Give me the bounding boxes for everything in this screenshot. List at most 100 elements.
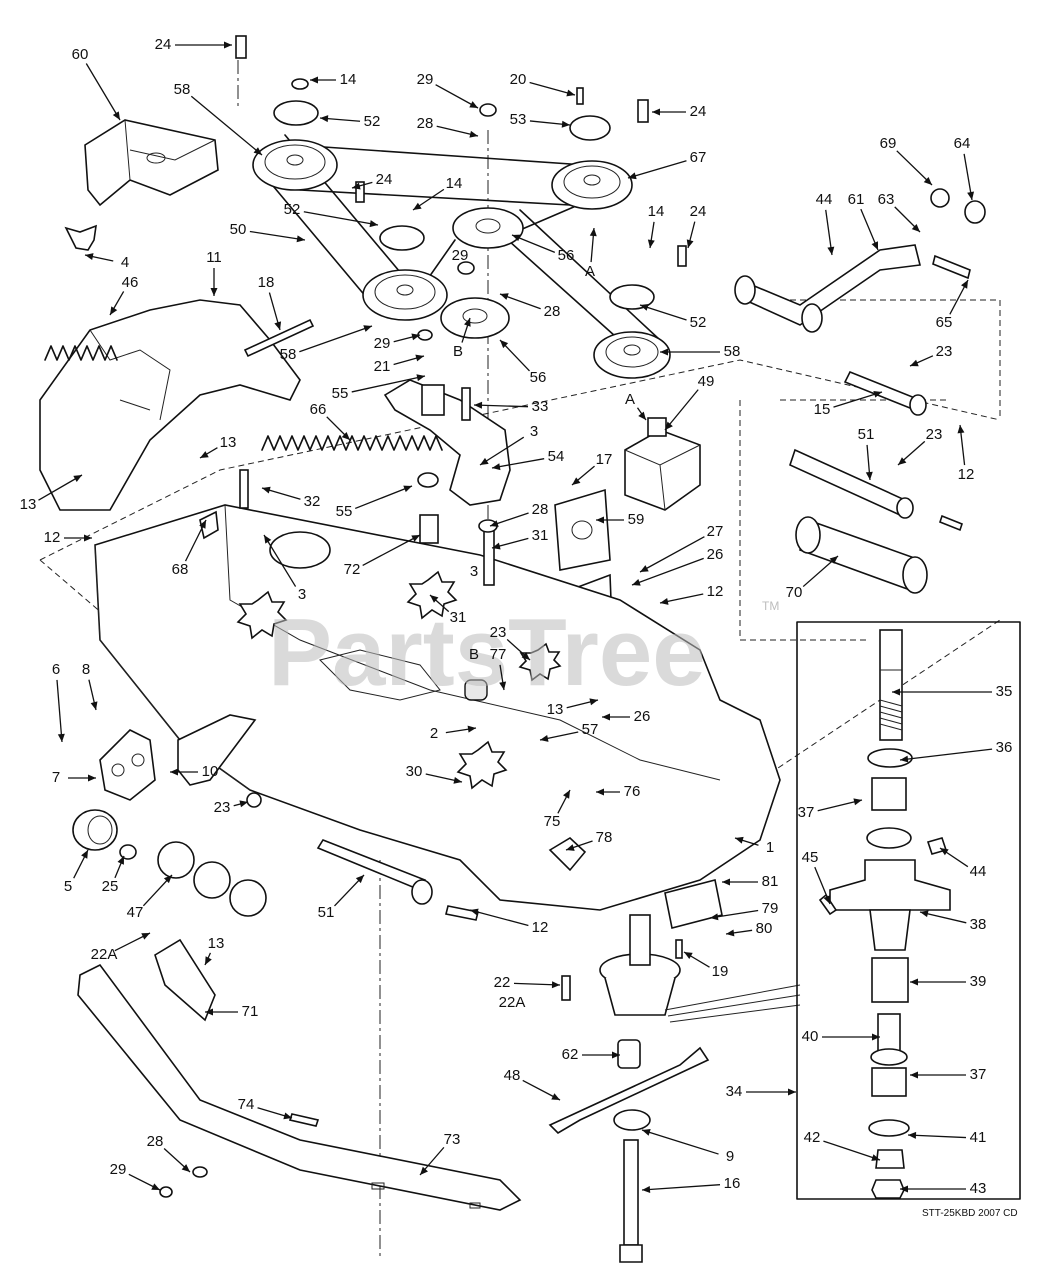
callout-44: 44 — [816, 191, 835, 256]
leader-line — [299, 325, 373, 353]
callout-number: 76 — [624, 783, 641, 800]
callout-number: 49 — [698, 373, 715, 390]
callout-10: 10 — [170, 763, 218, 780]
spacer-72 — [419, 514, 439, 544]
callout-number: 28 — [532, 501, 549, 518]
bracket-59 — [554, 488, 611, 571]
callout-52: 52 — [639, 304, 706, 331]
callout-number: 54 — [548, 448, 565, 465]
leader-arrowhead — [647, 239, 655, 248]
callout-45: 45 — [802, 849, 831, 905]
callout-56: 56 — [511, 234, 574, 264]
callout-63: 63 — [878, 191, 921, 233]
callout-number: 28 — [147, 1133, 164, 1150]
leader-arrowhead — [57, 733, 65, 742]
bolt-45 — [818, 893, 838, 916]
leader-line — [627, 160, 687, 179]
bolt-16 — [619, 1139, 643, 1263]
callout-61: 61 — [848, 191, 879, 251]
callout-number: 2 — [430, 725, 438, 742]
callout-24: 24 — [652, 103, 706, 120]
spindle-star-31 — [406, 570, 458, 620]
leader-arrowhead — [923, 176, 932, 185]
callout-number: B — [453, 343, 463, 360]
callout-number: 22A — [499, 994, 526, 1011]
leader-arrowhead — [632, 578, 641, 586]
bolt-31 — [483, 529, 495, 586]
leader-arrowhead — [920, 910, 929, 918]
leader-arrowhead — [413, 202, 422, 210]
leader-arrowhead — [411, 535, 420, 542]
grass-cut-hatch — [664, 984, 801, 1023]
callout-36: 36 — [899, 739, 1012, 763]
washer-25 — [119, 844, 137, 860]
callout-23: 23 — [909, 343, 952, 367]
leader-line — [899, 748, 993, 761]
leader-arrowhead — [640, 565, 649, 572]
leader-line — [907, 1134, 967, 1139]
leader-line — [896, 150, 933, 186]
callout-number: 40 — [802, 1028, 819, 1045]
callout-80: 80 — [725, 920, 772, 937]
leader-arrowhead — [961, 280, 968, 289]
callout-31: 31 — [491, 527, 548, 550]
callout-number: 66 — [310, 401, 327, 418]
callout-number: 24 — [690, 203, 707, 220]
leader-arrowhead — [430, 595, 439, 603]
callout-number: 13 — [220, 434, 237, 451]
roller-47-a — [157, 841, 195, 879]
callout-number: 22A — [91, 946, 118, 963]
leader-arrowhead — [561, 120, 570, 128]
callout-13: 13 — [547, 698, 599, 718]
callout-number: 77 — [490, 646, 507, 663]
trademark: TM — [762, 599, 779, 613]
leader-arrowhead — [341, 431, 350, 440]
bracket-81 — [664, 879, 723, 929]
callout-72: 72 — [344, 534, 421, 578]
leader-arrowhead — [871, 1154, 880, 1161]
callout-37: 37 — [798, 798, 863, 821]
leader-arrowhead — [940, 848, 949, 856]
nut-28-bottom — [192, 1166, 208, 1178]
callout-28: 28 — [147, 1133, 191, 1173]
callout-number: 29 — [452, 247, 469, 264]
leader-arrowhead — [492, 542, 501, 550]
leader-arrowhead — [274, 321, 282, 330]
callout-69: 69 — [880, 135, 933, 186]
bolt-12-right — [939, 514, 963, 532]
bolt-12-front — [445, 905, 479, 921]
leader-arrowhead — [684, 952, 693, 959]
leader-arrowhead — [403, 485, 412, 493]
callout-number: 13 — [20, 496, 37, 513]
leader-line — [362, 534, 421, 566]
deflector-shield-11 — [39, 299, 301, 511]
bolt-33 — [461, 387, 471, 421]
leader-arrowhead — [467, 725, 476, 733]
callout-number: 44 — [816, 191, 833, 208]
callout-number: 35 — [996, 683, 1013, 700]
callout-33: 33 — [473, 398, 548, 415]
roller-assembly-61 — [734, 244, 921, 333]
callout-number: 45 — [802, 849, 819, 866]
bolt-24-mid — [355, 181, 365, 203]
callout-number: 22 — [494, 974, 511, 991]
callout-number: 31 — [450, 609, 467, 626]
callout-number: 23 — [214, 799, 231, 816]
callout-number: 34 — [726, 1083, 743, 1100]
leader-arrowhead — [871, 241, 878, 250]
callout-number: 59 — [628, 511, 645, 528]
callout-29: 29 — [452, 247, 469, 264]
nut-29-c — [417, 329, 433, 341]
leader-arrowhead — [480, 457, 489, 465]
callout-number: 65 — [936, 314, 953, 331]
callout-24: 24 — [686, 203, 707, 249]
belt-drive-top — [294, 144, 586, 206]
callout-77: 77 — [490, 646, 507, 691]
axle-51-front — [316, 839, 433, 905]
leader-arrowhead — [363, 325, 372, 332]
callout-number: 52 — [364, 113, 381, 130]
leader-arrowhead — [660, 348, 668, 356]
leader-line — [833, 391, 883, 408]
callout-A: A — [625, 391, 647, 421]
callout-34: 34 — [726, 1083, 796, 1100]
